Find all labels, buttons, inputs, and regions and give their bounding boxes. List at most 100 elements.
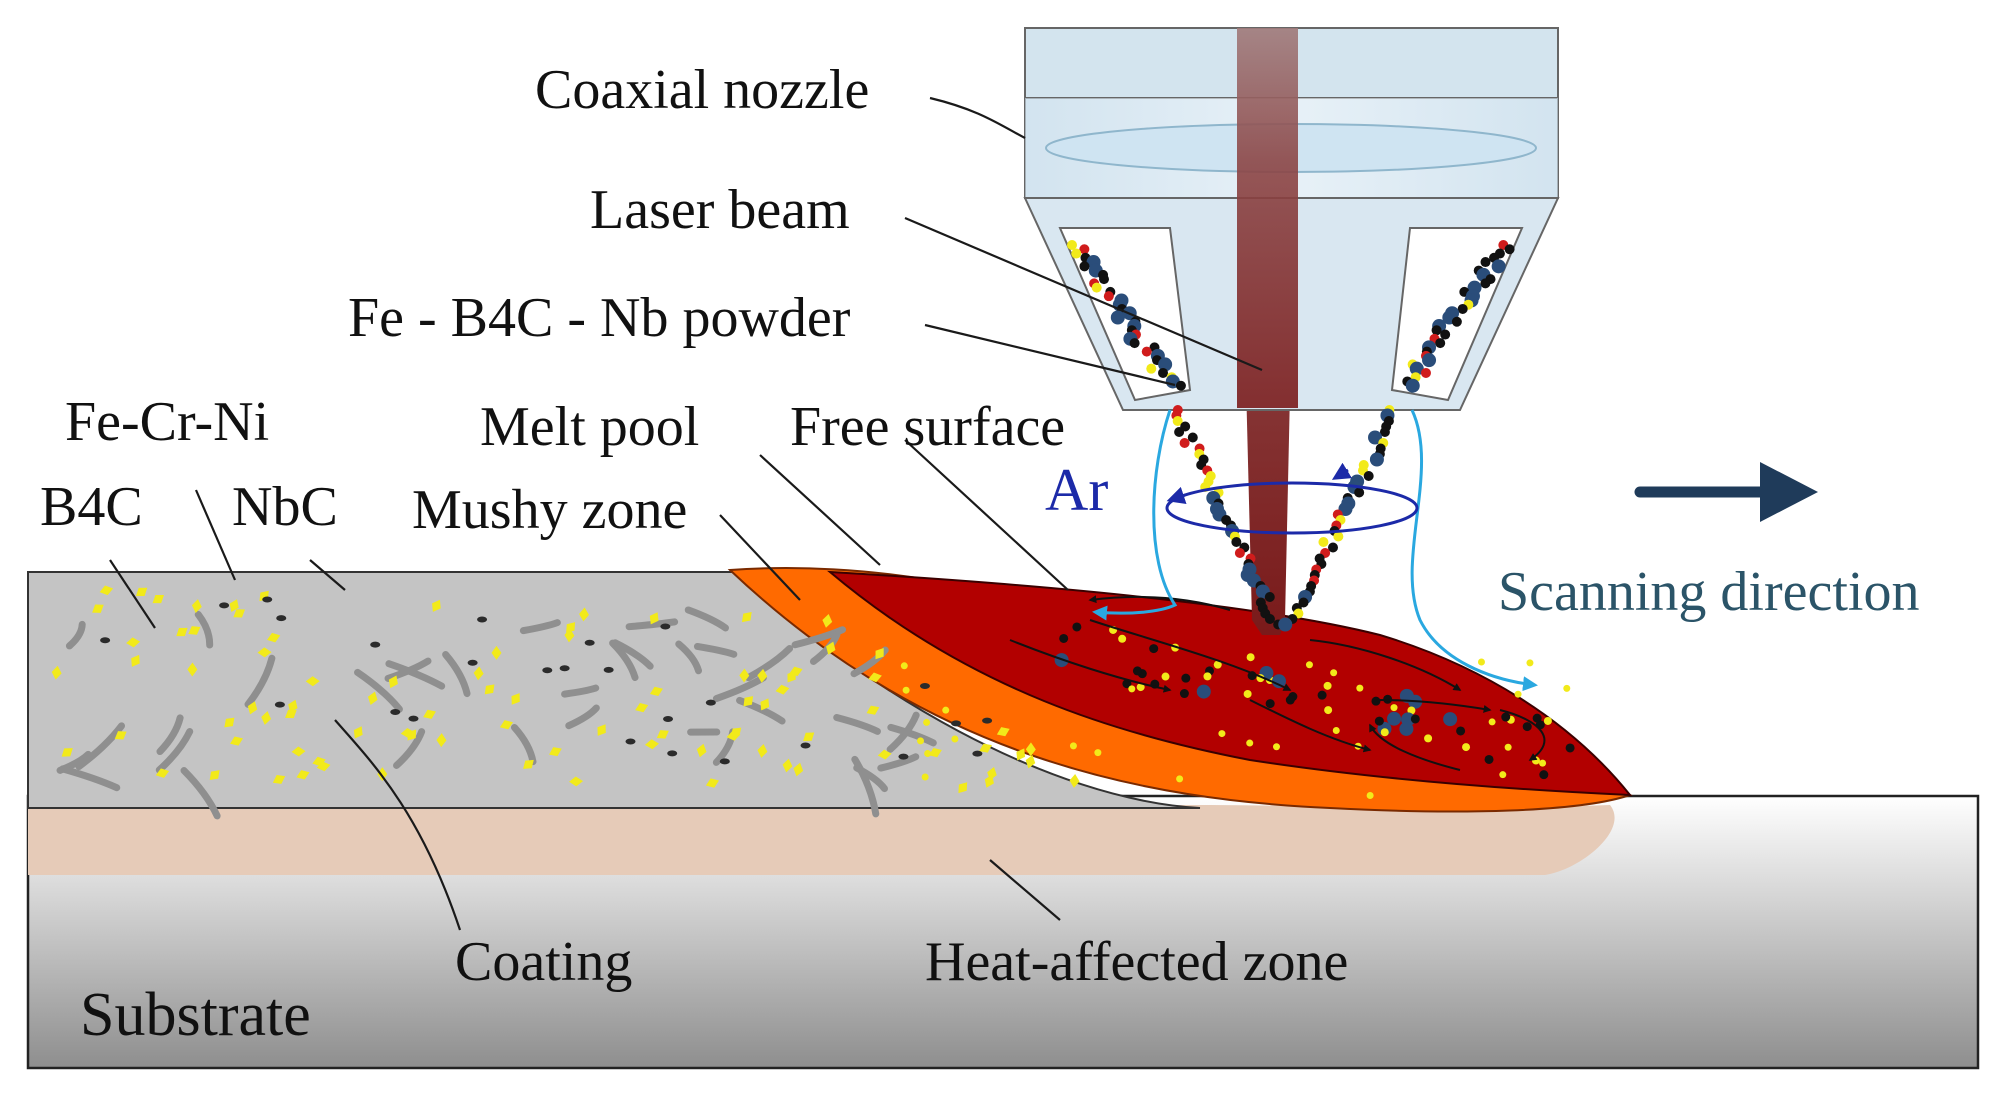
label-b4c: B4C: [40, 476, 143, 538]
b4c-particle: [705, 699, 716, 706]
b4c-particle: [1181, 673, 1191, 683]
nbc-particle: [564, 628, 575, 643]
powder-particle: [1264, 592, 1275, 602]
nbc-particle: [1356, 684, 1364, 692]
b4c-particle: [1122, 679, 1132, 689]
powder-particle: [1435, 338, 1446, 349]
nbc-particle: [233, 609, 245, 618]
nbc-particle: [1246, 653, 1255, 662]
nbc-particle: [1330, 669, 1338, 677]
b4c-particle: [1532, 713, 1542, 723]
fe-cr-ni-fibre: [833, 713, 881, 735]
fe-cr-ni-fibre: [561, 684, 600, 698]
powder-particle: [1354, 487, 1365, 498]
nbc-particle: [730, 727, 742, 737]
nbc-particle: [793, 762, 804, 777]
nbc-particle: [1543, 716, 1552, 725]
label-melt-pool: Melt pool: [480, 396, 699, 458]
powder-particle: [1278, 617, 1293, 632]
nbc-particle: [285, 709, 297, 719]
nbc-particle: [866, 705, 880, 715]
nbc-particle: [1069, 742, 1077, 750]
nbc-particle: [1563, 684, 1571, 692]
nbc-particle: [803, 732, 815, 741]
nbc-particle: [305, 676, 320, 687]
powder-particle: [1175, 380, 1186, 391]
b4c-particle: [1539, 770, 1549, 780]
nbc-particle: [188, 626, 201, 635]
nbc-particle: [316, 761, 331, 772]
b4c-particle: [219, 602, 230, 609]
b4c-particle: [660, 623, 671, 630]
nbc-particle: [1243, 689, 1252, 698]
b4c-particle: [584, 639, 595, 646]
nb-particle: [1443, 712, 1458, 727]
nbc-particle: [1069, 773, 1080, 788]
nbc-particle: [942, 706, 950, 714]
label-scanning-direction: Scanning direction: [1498, 561, 1919, 623]
nbc-particle: [432, 599, 441, 612]
powder-particle: [1363, 471, 1374, 481]
nbc-particle: [291, 746, 306, 757]
powder-particle: [1079, 261, 1090, 272]
b4c-particle: [1484, 754, 1494, 764]
b4c-particle: [1317, 690, 1327, 700]
nbc-particle: [155, 768, 170, 778]
fe-cr-ni-fibre: [155, 728, 194, 774]
nb-particle: [1387, 711, 1402, 726]
powder-particle: [1431, 325, 1442, 336]
nbc-particle: [247, 701, 258, 715]
nbc-particle: [1504, 743, 1512, 751]
powder-particle: [1174, 427, 1185, 437]
nbc-particle: [1094, 749, 1102, 757]
powder-particle: [1491, 259, 1506, 274]
powder-particle: [1264, 614, 1275, 624]
nbc-particle: [705, 778, 719, 788]
nbc-particle: [644, 739, 659, 750]
nbc-particle: [1025, 742, 1036, 757]
b4c-particle: [274, 701, 285, 708]
nbc-particle: [1526, 659, 1534, 667]
b4c-particle: [1371, 696, 1381, 706]
nbc-particle: [209, 770, 220, 781]
fe-cr-ni-fibre: [156, 714, 184, 756]
fe-cr-ni-fibre: [354, 668, 403, 713]
label-mushy-zone: Mushy zone: [412, 479, 687, 541]
nbc-particle: [958, 782, 968, 794]
fe-cr-ni-fibre: [851, 755, 880, 818]
nbc-particle: [523, 759, 534, 769]
label-heat-affected-zone: Heat-affected zone: [925, 931, 1348, 993]
fe-cr-ni-fibre: [519, 619, 561, 635]
powder-particle: [1110, 310, 1125, 325]
nbc-particle: [1514, 690, 1522, 698]
nbc-particle: [1203, 672, 1212, 681]
powder-particle: [1158, 357, 1173, 372]
nbc-particle: [423, 709, 436, 719]
b4c-particle: [1285, 695, 1295, 705]
nbc-particle: [388, 675, 398, 689]
nbc-particle: [377, 767, 388, 782]
fe-cr-ni-fibre: [59, 765, 121, 792]
nbc-particle: [1246, 739, 1254, 747]
nbc-particle: [1380, 728, 1389, 737]
b4c-particle: [982, 717, 993, 724]
nbc-particle: [597, 724, 606, 736]
nbc-particle: [826, 641, 836, 655]
b4c-particle: [262, 596, 273, 603]
powder-particle: [1071, 248, 1082, 259]
coaxial-nozzle: [1023, 27, 1560, 411]
powder-particle: [1333, 531, 1344, 542]
nbc-particle: [1128, 685, 1136, 693]
fe-cr-ni-fibre: [385, 660, 446, 690]
nbc-particle: [822, 614, 833, 628]
b4c-particle: [1456, 726, 1466, 736]
nbc-particle: [511, 693, 520, 705]
b4c-particle: [390, 709, 401, 716]
nbc-particle: [1136, 683, 1145, 692]
b4c-particle: [800, 742, 811, 749]
b4c-particle: [1522, 722, 1532, 732]
label-fe-cr-ni: Fe-Cr-Ni: [65, 391, 269, 453]
b4c-particle: [370, 641, 381, 648]
nbc-particle: [1272, 743, 1280, 751]
nbc-particle: [131, 654, 140, 667]
